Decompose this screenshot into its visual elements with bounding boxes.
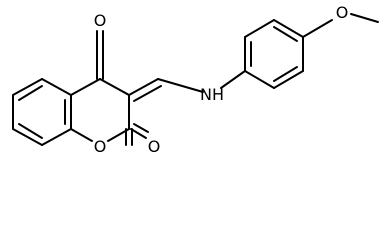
chemical-structure: O O O NH O [12, 3, 379, 156]
ring-bond [70, 78, 101, 96]
benzene-ring [12, 78, 72, 146]
nh-aryl-bond [220, 70, 246, 89]
benzo-double-bond [18, 123, 43, 139]
benzo-bond [12, 78, 43, 96]
exocyclic-double-bond [128, 78, 159, 96]
c4-carbonyl [96, 30, 104, 80]
ether-oxygen-label: O [336, 3, 349, 22]
ring-bond [70, 128, 93, 142]
carbonyl-bond [133, 123, 149, 133]
ch-nh-bond [157, 78, 204, 93]
ring-bond [99, 78, 130, 96]
carbonyl-bond [130, 128, 147, 139]
aryl-bond [244, 70, 275, 89]
o-methyl-bond [350, 13, 379, 23]
aryl-bond [273, 70, 304, 89]
aryl-o-bond [302, 19, 333, 38]
ring-oxygen-label: O [94, 137, 107, 156]
aryl-bond [273, 19, 304, 38]
c2-carbonyl [125, 128, 133, 146]
enamine-linker [128, 70, 246, 102]
methoxy-group [302, 13, 379, 38]
methoxyphenyl-ring [244, 19, 304, 89]
aryl-double-bond [273, 66, 298, 82]
benzo-bond [41, 128, 72, 146]
pyrandione-ring [70, 78, 130, 142]
exocyclic-double-bond [133, 85, 162, 102]
lactone-carbonyl-oxygen-label: O [148, 137, 161, 156]
amine-label: NH [200, 85, 224, 104]
aryl-bond [244, 19, 275, 38]
benzo-bond [12, 128, 43, 146]
benzo-double-bond [18, 85, 43, 101]
benzo-bond [41, 78, 72, 96]
aryl-double-bond [273, 26, 298, 42]
carbonyl-oxygen-label: O [94, 11, 107, 30]
